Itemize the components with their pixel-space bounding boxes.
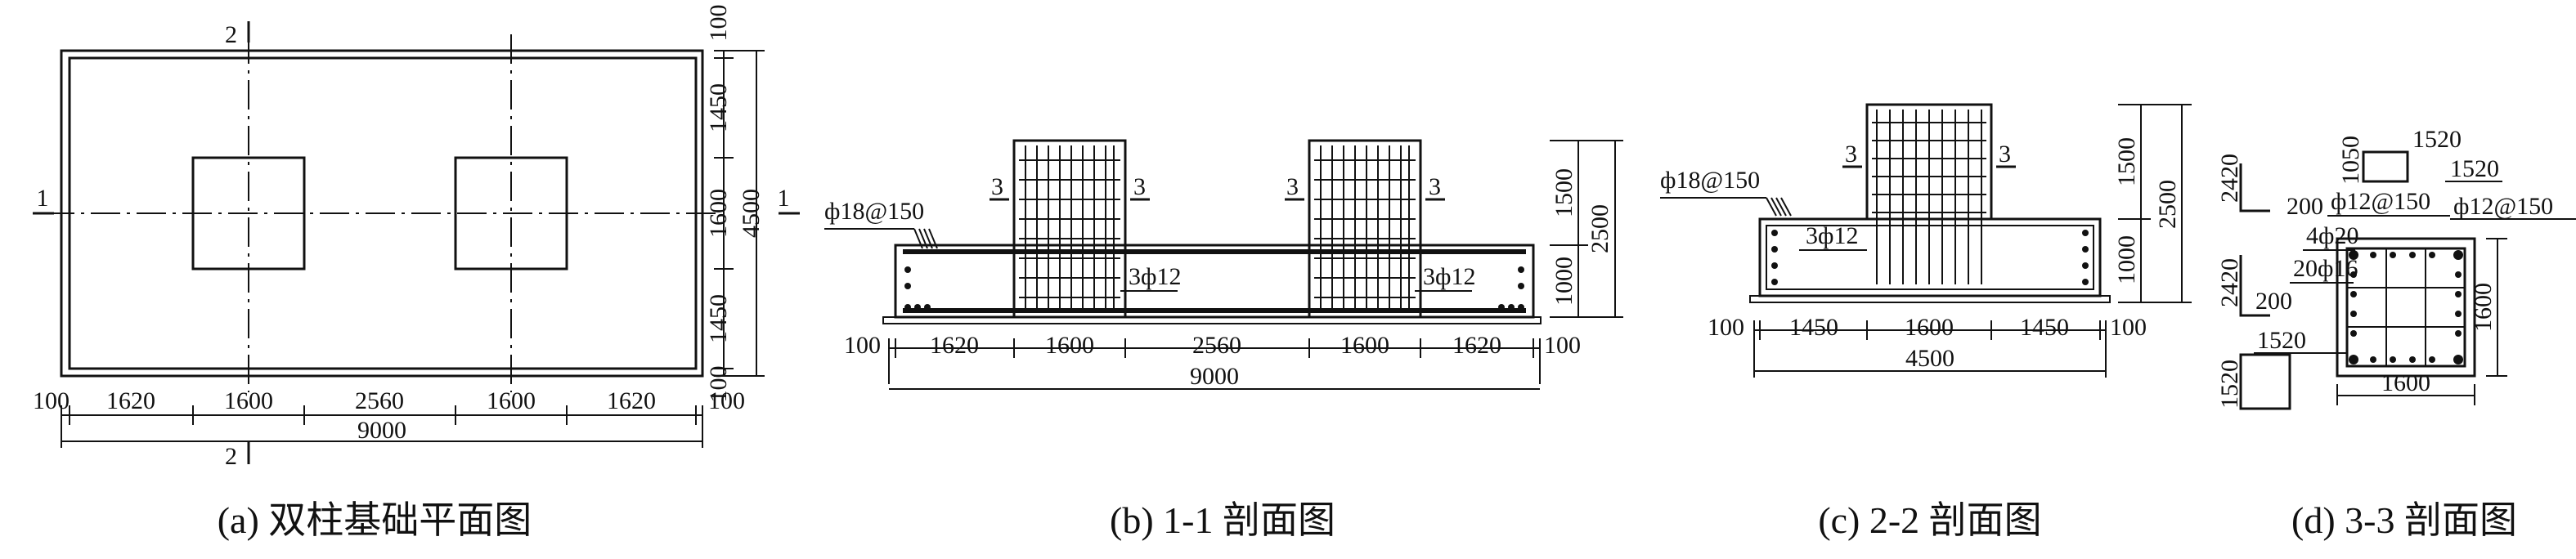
- plan-dim-right-2: 1450: [705, 83, 732, 132]
- sec11-dim-right-1: 1500: [1551, 168, 1577, 217]
- sec33-inner-ties: [2347, 248, 2465, 366]
- sec33-height: 1600: [2470, 283, 2497, 332]
- sec11-cut-mark-3: 3: [1286, 173, 1299, 200]
- plan-dim-bottom-7: 100: [708, 387, 745, 414]
- plan-dim-right-total: 4500: [738, 189, 765, 238]
- sec33-d6: 2420: [2216, 258, 2243, 307]
- plan-dim-total: 9000: [357, 417, 406, 444]
- sec33-detail-top: [2362, 150, 2409, 183]
- sec22-cut-mark-1: 3: [1845, 141, 1857, 168]
- sec11-cut-mark-4: 3: [1429, 173, 1441, 200]
- sec11-col-bars-1: 3ф12: [1129, 263, 1181, 290]
- caption-b: (b) 1-1 剖面图: [1110, 499, 1335, 541]
- sec33-s2: ф12@150: [2453, 193, 2553, 220]
- sec11-dim-bottom-6: 1620: [1452, 332, 1501, 359]
- plan-dim-right-4: 1450: [705, 294, 732, 343]
- section-1-1: 3 3 3 3 ф18@150 3ф12 3ф12 100 1620 1600 …: [824, 139, 1623, 390]
- section-mark-right: 1: [778, 185, 790, 212]
- sec22-dim-bottom-4: 1450: [2020, 314, 2069, 341]
- sec22-column-grid: [1872, 110, 1986, 284]
- sec22-cut-mark-2: 3: [1999, 141, 2011, 168]
- sec33-stirrup: [2345, 247, 2466, 368]
- sec11-dim-bottom-4: 2560: [1192, 332, 1241, 359]
- sec11-column-right: [1308, 139, 1422, 319]
- sec33-d8: 1520: [2257, 327, 2306, 354]
- sec22-rebar-label: ф18@150: [1660, 167, 1760, 194]
- sec33-bars: [2349, 250, 2463, 364]
- sec33-d4: 1520: [2450, 155, 2499, 182]
- sec33-outline: [2336, 237, 2476, 378]
- sec33-b2: 20ф16: [2293, 255, 2358, 282]
- sec33-d5: 200: [2287, 193, 2323, 220]
- sec11-cut-mark-2: 3: [1133, 173, 1146, 200]
- sec11-dim-total: 9000: [1190, 363, 1239, 390]
- sec33-d3: 1520: [2412, 126, 2462, 153]
- sec22-dim-bottom-5: 100: [2110, 314, 2147, 341]
- sec11-dim-bottom-5: 1600: [1340, 332, 1389, 359]
- sec22-col-bars: 3ф12: [1806, 222, 1858, 249]
- sec11-dim-bottom-1: 100: [844, 332, 881, 359]
- plan-dim-bottom-4: 2560: [355, 387, 404, 414]
- plan-dim-bottom-2: 1620: [106, 387, 155, 414]
- plan-dim-right-3: 1600: [705, 189, 732, 238]
- sec22-dots: [1771, 230, 2089, 285]
- caption-a: (a) 双柱基础平面图: [218, 499, 532, 541]
- caption-c: (c) 2-2 剖面图: [1818, 499, 2041, 541]
- sec11-dim-bottom-3: 1600: [1045, 332, 1094, 359]
- plan-view: 2 2 1 1 100 1620 1600 2560 1600 1620 100…: [33, 5, 800, 470]
- sec11-col-bars-2: 3ф12: [1423, 263, 1475, 290]
- sec22-dim-right-2: 1000: [2113, 235, 2140, 284]
- section-mark-top: 2: [225, 21, 237, 48]
- sec11-dim-bottom-7: 100: [1544, 332, 1581, 359]
- plan-dim-bottom-3: 1600: [224, 387, 273, 414]
- sec33-d7: 200: [2255, 288, 2292, 315]
- sec33-s1: ф12@150: [2331, 188, 2430, 215]
- sec33-detail-hook-top: [2239, 163, 2270, 212]
- plan-dim-bottom-6: 1620: [607, 387, 656, 414]
- plan-dim-right-1: 100: [705, 5, 732, 42]
- section-mark-left: 1: [37, 185, 49, 212]
- sec33-d2: 1050: [2337, 136, 2364, 185]
- plan-dim-bottom-5: 1600: [487, 387, 536, 414]
- sec22-dim-bottom-2: 1450: [1789, 314, 1838, 341]
- sec11-column-left: [1012, 139, 1127, 319]
- sec33-d9: 1520: [2216, 360, 2243, 409]
- sec22-dim-right-total: 2500: [2154, 180, 2181, 229]
- sec33-detail-hook-mid: [2239, 255, 2270, 317]
- caption-d: (d) 3-3 剖面图: [2291, 499, 2517, 541]
- sec11-dim-bottom-2: 1620: [930, 332, 979, 359]
- sec11-bottom-dots: [904, 266, 1524, 311]
- sec22-dim-total: 4500: [1905, 345, 1954, 372]
- section-mark-bottom: 2: [225, 443, 237, 470]
- plan-dim-bottom-1: 100: [33, 387, 70, 414]
- sec11-rebar-label: ф18@150: [824, 198, 924, 225]
- section-2-2: 3 3 ф18@150 3ф12 100 1450 1600 1450 100 …: [1660, 103, 2192, 378]
- sec11-dim-right-2: 1000: [1551, 257, 1577, 306]
- sec22-dim-bottom-1: 100: [1708, 314, 1744, 341]
- plan-dim-right-5: 100: [705, 366, 732, 403]
- sec11-footing: [894, 244, 1535, 319]
- sec33-width: 1600: [2381, 369, 2430, 396]
- sec22-dim-right-1: 1500: [2113, 137, 2140, 186]
- sec33-b1: 4ф20: [2306, 222, 2358, 249]
- sec33-d1: 2420: [2216, 154, 2243, 203]
- sec33-detail-bottom: [2239, 353, 2291, 410]
- sec11-cut-mark-1: 3: [991, 173, 1003, 200]
- sec11-dim-right-total: 2500: [1586, 204, 1613, 253]
- section-3-3: 2420 1050 1520 1520 200 ф12@150 ф12@150 …: [2216, 126, 2576, 410]
- sec22-dim-bottom-3: 1600: [1905, 314, 1954, 341]
